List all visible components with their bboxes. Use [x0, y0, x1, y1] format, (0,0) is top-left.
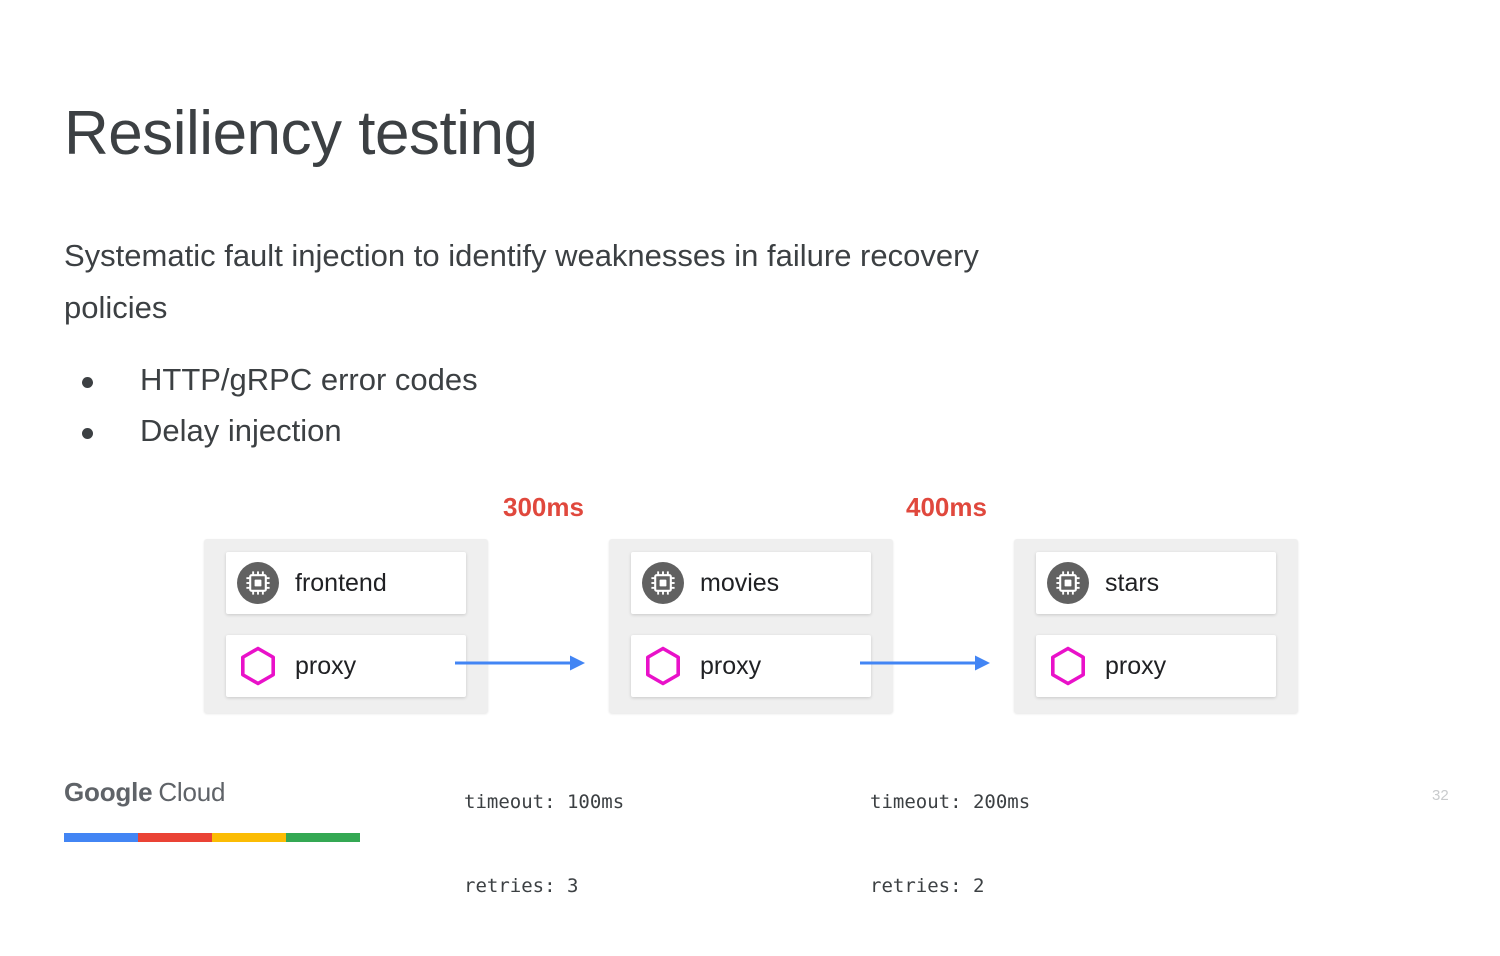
- logo-cloud-text: Cloud: [158, 777, 226, 807]
- service-row-app[interactable]: movies: [631, 552, 871, 614]
- service-proxy-label: proxy: [1105, 651, 1167, 680]
- connector-arrow-frontend-to-movies: [455, 651, 585, 675]
- service-row-proxy[interactable]: proxy: [631, 635, 871, 697]
- bullet-dot-icon: [82, 427, 93, 439]
- list-item-label: HTTP/gRPC error codes: [140, 362, 478, 397]
- bullet-dot-icon: [82, 377, 93, 388]
- latency-label-400ms: 400ms: [906, 492, 987, 522]
- list-item-label: Delay injection: [140, 412, 342, 448]
- hexagon-icon: [237, 645, 279, 687]
- slide-subtitle: Systematic fault injection to identify w…: [64, 238, 979, 326]
- bullet-list: HTTP/gRPC error codes Delay injection: [64, 355, 964, 456]
- page-number: 32: [1432, 787, 1449, 804]
- policy-annotation-frontend: timeout: 100ms retries: 3: [464, 733, 624, 956]
- chip-icon: [237, 562, 279, 604]
- brand-bar-segment-yellow: [212, 833, 286, 842]
- list-item: HTTP/gRPC error codes: [64, 355, 964, 406]
- brand-color-bar: [64, 833, 360, 842]
- brand-bar-segment-red: [138, 833, 212, 842]
- policy-annotation-movies: timeout: 200ms retries: 2: [870, 733, 1030, 956]
- policy-retries: retries: 2: [870, 874, 985, 897]
- service-app-label: movies: [700, 568, 780, 597]
- service-group-stars[interactable]: stars proxy: [1014, 539, 1298, 713]
- service-row-app[interactable]: stars: [1036, 552, 1276, 614]
- chip-icon: [642, 562, 684, 604]
- connector-arrow-movies-to-stars: [860, 651, 990, 675]
- service-app-label: frontend: [295, 568, 387, 597]
- service-row-proxy[interactable]: proxy: [1036, 635, 1276, 697]
- brand-bar-segment-blue: [64, 833, 138, 842]
- latency-label-300ms: 300ms: [503, 492, 584, 522]
- service-row-proxy[interactable]: proxy: [226, 635, 466, 697]
- service-proxy-label: proxy: [295, 651, 357, 680]
- policy-timeout: timeout: 200ms: [870, 790, 1031, 813]
- service-group-frontend[interactable]: frontend proxy: [204, 539, 488, 713]
- policy-retries: retries: 3: [464, 874, 579, 897]
- service-group-movies[interactable]: movies proxy: [609, 539, 893, 713]
- service-proxy-label: proxy: [700, 651, 762, 680]
- hexagon-icon: [1047, 645, 1089, 687]
- service-app-label: stars: [1105, 568, 1160, 597]
- list-item: Delay injection: [64, 406, 964, 457]
- policy-timeout: timeout: 100ms: [464, 790, 625, 813]
- brand-bar-segment-green: [286, 833, 360, 842]
- logo-google-text: Google: [64, 777, 153, 807]
- chip-icon: [1047, 562, 1089, 604]
- service-row-app[interactable]: frontend: [226, 552, 466, 614]
- service-mesh-diagram: 300ms 400ms: [204, 492, 1298, 897]
- hexagon-icon: [642, 645, 684, 687]
- page-title: Resiliency testing: [64, 99, 538, 168]
